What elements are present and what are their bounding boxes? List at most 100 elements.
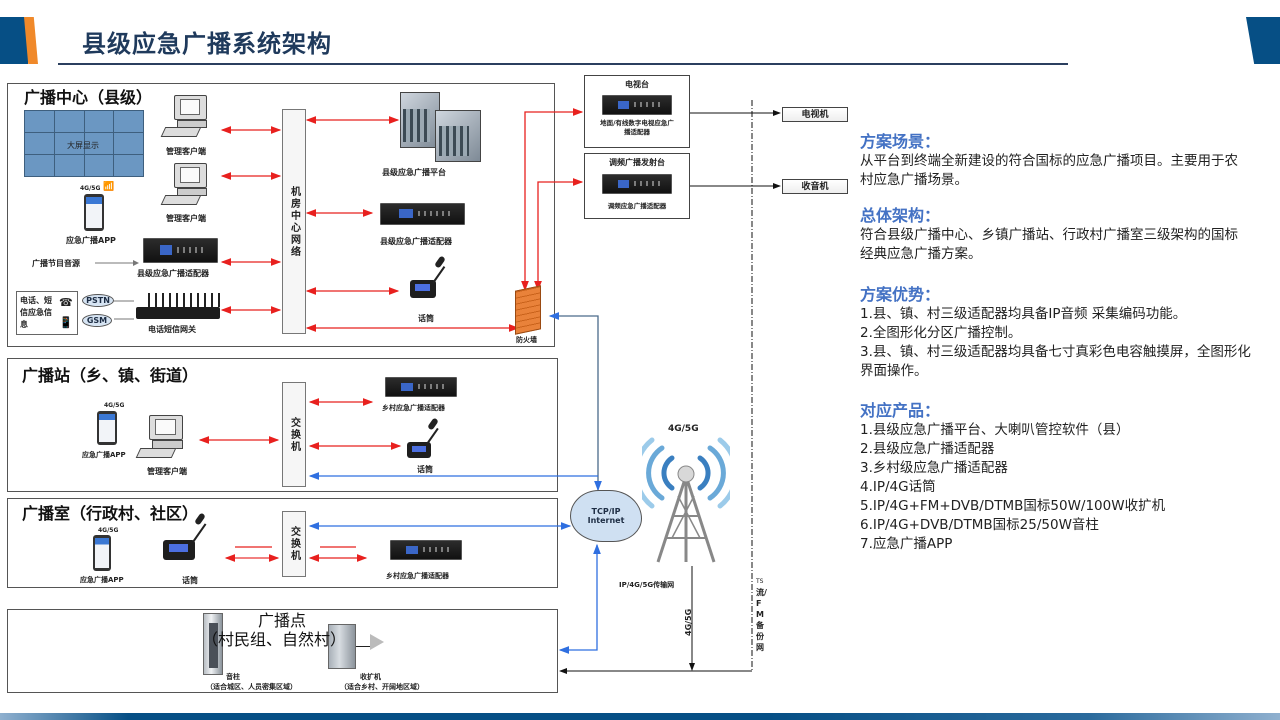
town-adapter-label: 乡村应急广播适配器 — [382, 404, 445, 412]
amplifier-box-icon — [328, 624, 356, 669]
tower-network-label: IP/4G/5G传输网 — [619, 581, 675, 589]
town-app-label: 应急广播APP — [82, 451, 126, 459]
app-signal-label: 4G/5G — [80, 185, 101, 192]
product-item: 4.IP/4G话筒 — [860, 479, 936, 495]
pstn-cloud: PSTN — [82, 294, 114, 307]
town-switch-label: 交换机 — [288, 416, 300, 453]
county-adapter-right-label: 县级应急广播适配器 — [380, 237, 452, 246]
firewall-label: 防火墙 — [516, 336, 537, 344]
panel-architecture: 总体架构： 符合县级广播中心、乡镇广播站、行政村广播室三级架构的国标经典应急广播… — [860, 206, 1260, 264]
network-bar-label: 机房中心网络 — [288, 185, 300, 258]
scenario-heading: 方案场景： — [860, 132, 941, 151]
village-adapter-device — [390, 540, 462, 560]
sms-gateway-device — [136, 307, 220, 319]
tv-set-box: 电视机 — [782, 107, 848, 122]
backup-ts-label: TS — [756, 578, 764, 585]
village-mic-label: 话筒 — [182, 576, 198, 585]
village-app-signal: 4G/5G — [98, 527, 119, 534]
sms-source-label: 电话、短信应急信息 — [20, 296, 52, 329]
tower-label: 4G/5G — [668, 424, 699, 434]
town-adapter-device — [385, 377, 457, 397]
village-switch: 交换机 — [282, 511, 306, 577]
zone-county-title: 广播中心（县级） — [24, 88, 153, 107]
cell-tower-icon — [642, 437, 730, 563]
backup-net-label: 流/FM备份网 — [756, 588, 767, 652]
microphone-icon — [407, 442, 431, 458]
product-item: 2.县级应急广播适配器 — [860, 441, 995, 457]
video-wall-label: 大屏显示 — [67, 141, 99, 150]
page-title: 县级应急广播系统架构 — [82, 30, 332, 58]
tower-link-label: 4G/5G — [684, 608, 693, 636]
microphone-icon — [163, 540, 195, 560]
advantage-item: 2.全图形化分区广播控制。 — [860, 325, 1022, 341]
advantage-item: 3.县、镇、村三级适配器均具备七寸真彩色电容触摸屏，全图形化界面操作。 — [860, 344, 1251, 379]
tv-station-title: 电视台 — [625, 80, 649, 89]
amplifier-note: （适合乡村、开阔地区域） — [340, 683, 424, 691]
county-adapter-device — [380, 203, 465, 225]
server-icon — [400, 92, 440, 148]
fm-station-box: 调频广播发射台 调频应急广播适配器 — [584, 153, 690, 219]
pc-icon — [160, 163, 218, 208]
column-speaker-label: 音柱 — [226, 673, 240, 681]
smartphone-icon — [97, 411, 117, 445]
product-item: 6.IP/4G+DVB/DTMB国标25/50W音柱 — [860, 517, 1099, 533]
header-accent-right — [1246, 17, 1280, 64]
sms-source-box: 电话、短信应急信息 ☎ 📱 — [16, 291, 78, 335]
app-label: 应急广播APP — [66, 236, 116, 245]
fm-adapter-label: 调频应急广播适配器 — [607, 202, 667, 210]
pc-icon — [135, 415, 194, 461]
product-item: 5.IP/4G+FM+DVB/DTMB国标50W/100W收扩机 — [860, 498, 1166, 514]
header-accent-blue — [0, 17, 28, 64]
horn-cable — [356, 646, 370, 647]
zone-village-title: 广播室（行政村、社区） — [22, 504, 199, 523]
wifi-signal-icon: 📶 — [103, 182, 115, 192]
amplifier-label: 收扩机 — [360, 673, 381, 681]
products-heading: 对应产品： — [860, 401, 941, 420]
scenario-text: 从平台到终端全新建设的符合国标的应急广播项目。主要用于农村应急广播场景。 — [860, 153, 1238, 188]
zone-point-subtitle: （村民组、自然村） — [202, 630, 347, 649]
village-adapter-label: 乡村应急广播适配器 — [386, 572, 449, 580]
product-item: 1.县级应急广播平台、大喇叭管控软件（县） — [860, 422, 1130, 438]
town-app-signal: 4G/5G — [104, 402, 125, 409]
town-mic-label: 话筒 — [417, 465, 433, 474]
architecture-heading: 总体架构： — [860, 206, 941, 225]
arrow-icon — [114, 300, 134, 320]
footer-bar — [0, 713, 1280, 720]
link-internet-point — [558, 543, 601, 654]
zone-township-title: 广播站（乡、镇、街道） — [22, 366, 199, 385]
fm-station-title: 调频广播发射台 — [609, 158, 665, 167]
gsm-cloud: GSM — [82, 314, 112, 327]
program-source-label: 广播节目音源 — [32, 259, 80, 268]
product-item: 7.应急广播APP — [860, 536, 953, 552]
county-adapter-left-label: 县级应急广播适配器 — [137, 269, 209, 278]
platform-label: 县级应急广播平台 — [382, 168, 446, 177]
internet-cloud-line1: TCP/IP — [591, 507, 621, 516]
internet-cloud: TCP/IP Internet — [570, 490, 642, 542]
tv-adapter-device — [602, 95, 672, 115]
firewall-icon — [515, 285, 541, 335]
internet-cloud-line2: Internet — [587, 516, 625, 525]
product-item: 3.乡村级应急广播适配器 — [860, 460, 1008, 476]
video-wall — [24, 110, 144, 177]
server-icon — [435, 110, 481, 162]
column-speaker-icon — [203, 613, 223, 675]
village-app-label: 应急广播APP — [80, 576, 124, 584]
horn-speaker-icon — [370, 634, 384, 650]
header-accent-orange — [24, 17, 38, 64]
tv-station-box: 电视台 地面/有线数字电视应急广播适配器 — [584, 75, 690, 148]
column-speaker-note: （适合城区、人员密集区域） — [206, 683, 297, 691]
pc-icon — [160, 95, 218, 140]
mgmt-client-1-label: 管理客户端 — [166, 147, 206, 156]
panel-advantages: 方案优势： 1.县、镇、村三级适配器均具备IP音频 采集编码功能。 2.全图形化… — [860, 285, 1260, 381]
arrow-icon — [95, 260, 139, 266]
county-mic-label: 话筒 — [418, 314, 434, 323]
architecture-text: 符合县级广播中心、乡镇广播站、行政村广播室三级架构的国标经典应急广播方案。 — [860, 227, 1238, 262]
mobile-phone-icon: 📱 — [59, 316, 73, 329]
advantage-item: 1.县、镇、村三级适配器均具备IP音频 采集编码功能。 — [860, 306, 1187, 322]
fm-adapter-device — [602, 174, 672, 194]
mgmt-client-2-label: 管理客户端 — [166, 214, 206, 223]
radio-set-box: 收音机 — [782, 179, 848, 194]
town-switch: 交换机 — [282, 382, 306, 487]
panel-scenario: 方案场景： 从平台到终端全新建设的符合国标的应急广播项目。主要用于农村应急广播场… — [860, 132, 1260, 190]
tv-adapter-label: 地面/有线数字电视应急广播适配器 — [600, 119, 674, 136]
